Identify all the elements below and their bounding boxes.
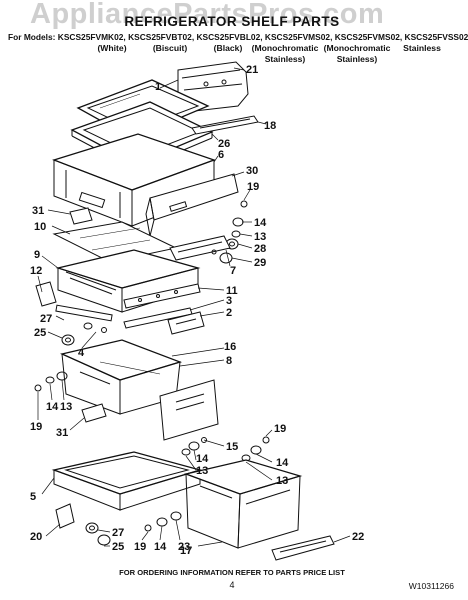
callout-8: 8 — [226, 355, 232, 367]
page-title: REFRIGERATOR SHELF PARTS — [124, 14, 340, 29]
part-4-shape — [101, 327, 107, 333]
hardware-19-14-23-shape — [144, 511, 182, 532]
part-6-shape — [52, 133, 216, 227]
callout-19-upper: 19 — [247, 181, 259, 193]
variant-label: (White) — [82, 43, 142, 54]
variant-label-line1: Stainless — [403, 43, 441, 53]
part-18-shape — [191, 115, 259, 135]
part-8-shape — [159, 379, 219, 441]
callout-5: 5 — [30, 491, 36, 503]
callout-2: 2 — [226, 307, 232, 319]
variant-label-line1: (Monochromatic — [251, 43, 319, 53]
callout-19-bottom: 19 — [134, 541, 146, 553]
variant-label: (Black) — [198, 43, 258, 54]
part-27-25-upper-shape — [55, 304, 113, 346]
callout-10: 10 — [34, 221, 46, 233]
callout-16: 16 — [224, 341, 236, 353]
part-22-shape — [271, 535, 335, 561]
callout-26: 26 — [218, 138, 230, 150]
callout-11: 11 — [226, 285, 238, 297]
hardware-19-14-13-right-shape — [241, 436, 270, 462]
callout-31-lower: 31 — [56, 427, 68, 439]
variant-label: (Monochromatic Stainless) — [250, 43, 320, 65]
variant-row: (White) (Biscuit) (Black) (Monochromatic… — [0, 43, 464, 67]
callout-9: 9 — [34, 249, 40, 261]
leader-lines — [37, 67, 351, 547]
callout-13-left: 13 — [60, 401, 72, 413]
part-17-shape — [183, 459, 303, 549]
variant-label: (Monochromatic Stainless) — [322, 43, 392, 65]
callout-12: 12 — [30, 265, 42, 277]
models-line: For Models: KSCS25FVMK02, KSCS25FVBT02, … — [8, 32, 468, 42]
callout-19-right: 19 — [274, 423, 286, 435]
callout-22: 22 — [352, 531, 364, 543]
ordering-info-footer: FOR ORDERING INFORMATION REFER TO PARTS … — [119, 568, 345, 577]
callout-25-upper: 25 — [34, 327, 46, 339]
variant-label-line1: (Monochromatic — [323, 43, 391, 53]
part-31-upper-shape — [69, 207, 93, 225]
callout-28: 28 — [254, 243, 266, 255]
page-number: 4 — [229, 580, 235, 590]
callout-13-upper: 13 — [254, 231, 266, 243]
callout-29: 29 — [254, 257, 266, 269]
callout-14-mid: 14 — [196, 453, 209, 465]
hardware-19-14-13-28-29-shape — [219, 200, 248, 264]
callout-7: 7 — [230, 265, 236, 277]
callout-14-upper: 14 — [254, 217, 267, 229]
callout-27-lower: 27 — [112, 527, 124, 539]
variant-label-line1: (White) — [97, 43, 127, 53]
callout-17: 17 — [180, 545, 192, 557]
part-20-shape — [55, 503, 75, 529]
callout-1: 1 — [155, 81, 161, 93]
variant-label-line2: Stainless) — [336, 54, 378, 64]
variant-label-line1: (Biscuit) — [152, 43, 188, 53]
callout-13-right: 13 — [276, 475, 288, 487]
callout-14-left: 14 — [46, 401, 59, 413]
callout-6: 6 — [218, 149, 224, 161]
part-30-shape — [145, 173, 239, 237]
part-7-shape — [169, 235, 231, 261]
part-27-25-lower-shape — [85, 522, 111, 546]
callout-19-left: 19 — [30, 421, 42, 433]
document-id: W10311266 — [408, 581, 454, 591]
callout-3: 3 — [226, 295, 232, 307]
callout-23: 23 — [178, 541, 190, 553]
variant-label-line2: Stainless) — [264, 54, 306, 64]
callout-30: 30 — [246, 165, 258, 177]
part-11-shape — [123, 283, 201, 309]
callout-25-lower: 25 — [112, 541, 124, 553]
callout-4: 4 — [78, 347, 85, 359]
part-5-shape — [51, 451, 203, 511]
variant-label: (Biscuit) — [140, 43, 200, 54]
callout-31-upper: 31 — [32, 205, 44, 217]
part-31-lower-shape — [81, 403, 107, 423]
part-2-shape — [167, 311, 205, 335]
callout-14-bottom: 14 — [154, 541, 167, 553]
callout-27-upper: 27 — [40, 313, 52, 325]
callout-18: 18 — [264, 120, 276, 132]
callout-labels: 1 21 18 26 6 30 19 31 10 14 13 28 29 9 7… — [30, 64, 364, 557]
callout-21: 21 — [246, 64, 258, 76]
watermark-text: AppliancePartsPros.com — [30, 0, 385, 30]
variant-label-line1: (Black) — [213, 43, 243, 53]
callout-14-right: 14 — [276, 457, 289, 469]
variant-label: Stainless — [392, 43, 452, 54]
callout-15: 15 — [226, 441, 238, 453]
part-12-shape — [35, 281, 57, 307]
callout-13-mid: 13 — [196, 465, 208, 477]
callout-20: 20 — [30, 531, 42, 543]
